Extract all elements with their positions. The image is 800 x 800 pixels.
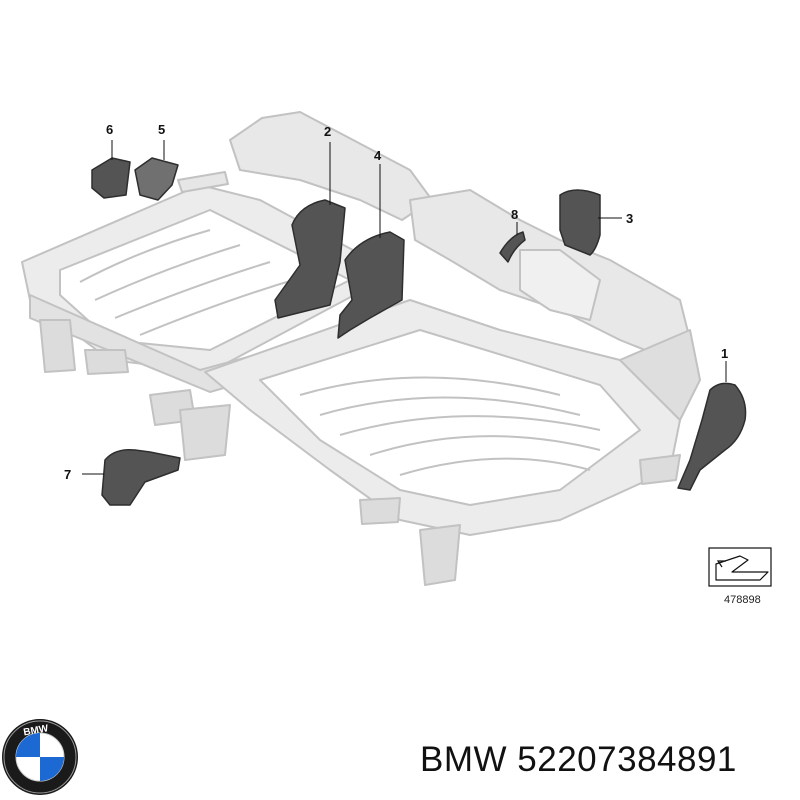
callout-6: 6	[106, 122, 113, 137]
part-caption: BMW 52207384891	[420, 740, 737, 780]
callout-2: 2	[324, 124, 331, 139]
part-8-trim	[499, 231, 526, 263]
callout-1: 1	[721, 346, 728, 361]
part-1-cover	[677, 382, 747, 491]
callout-8: 8	[511, 207, 518, 222]
seat-frame	[21, 111, 701, 586]
reference-code: 478898	[724, 594, 761, 606]
callout-4: 4	[374, 148, 382, 163]
logo-lettering: BMW	[23, 723, 50, 738]
callout-5: 5	[158, 122, 165, 137]
part-6-cover	[91, 157, 131, 199]
callout-labels: 6 5 2 4 8 3 1 7	[64, 122, 728, 482]
trim-parts	[91, 157, 747, 506]
reference-arrow-icon	[715, 555, 769, 581]
reference-box: 478898	[708, 547, 772, 606]
part-5-bracket	[134, 157, 179, 201]
part-2-cover	[274, 199, 346, 319]
leader-lines	[82, 140, 727, 475]
caption-brand: BMW	[420, 740, 508, 779]
part-3-panel	[559, 189, 601, 256]
part-4-cover	[337, 231, 405, 339]
part-7-trim	[101, 448, 181, 506]
callout-7: 7	[64, 467, 71, 482]
callout-3: 3	[626, 211, 633, 226]
caption-part-number: 52207384891	[517, 740, 737, 779]
bmw-logo: BMW	[2, 719, 78, 795]
